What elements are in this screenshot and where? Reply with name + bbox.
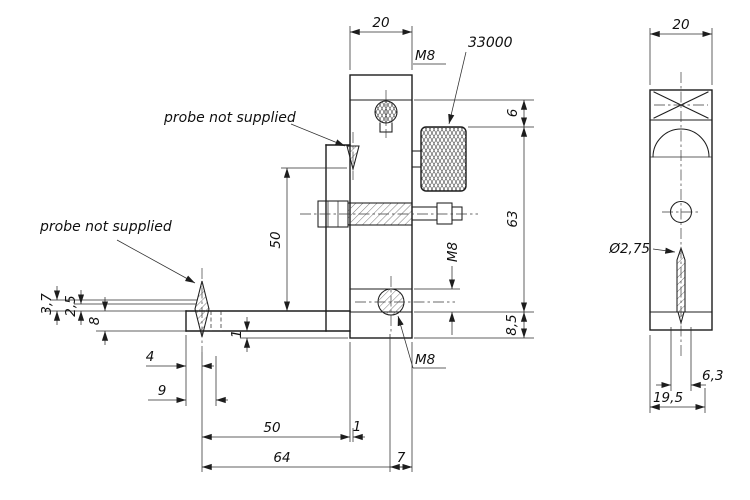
- probe-dia-leader: [652, 247, 676, 254]
- dim-thread-top: M8: [415, 48, 435, 64]
- stud-tip: [451, 206, 463, 221]
- part-number-leader: [448, 51, 467, 125]
- thread-bottom-leader: [397, 315, 414, 369]
- knurled-knob: [420, 126, 467, 192]
- stud-shaft: [411, 206, 438, 221]
- dim-offset-top: 6: [505, 109, 521, 118]
- dim-probe-inset: 4: [146, 349, 155, 365]
- dim-bottom-offset: 8,5: [504, 314, 520, 335]
- front-view: 20 M8 33000 6 63 8,5 M8 50 3,7 2,5 8 1 4…: [39, 15, 534, 472]
- side-view-centerlines: [654, 72, 708, 356]
- dim-thread-bottom: M8: [415, 352, 435, 368]
- upper-probe-note: probe not supplied: [163, 110, 296, 126]
- dim-hole-offset: 7: [397, 450, 406, 466]
- dim-thread-side: M8: [445, 242, 461, 262]
- dim-slot-width: 6,3: [702, 368, 723, 384]
- upper-probe-note-leader: [290, 123, 346, 147]
- dim-arm-thickness: 8: [87, 317, 103, 326]
- stud-hex: [436, 202, 453, 225]
- dim-top-width: 20: [372, 15, 389, 31]
- side-view-labels: 20 Ø2,75 6,3 19,5: [608, 17, 723, 406]
- dim-tip-offset-a: 3,7: [39, 293, 55, 315]
- part-number-label: 33000: [468, 35, 513, 51]
- dim-probe-height: 50: [268, 231, 284, 248]
- dim-arm-length: 50: [263, 420, 280, 436]
- dim-probe-dia: Ø2,75: [608, 241, 650, 257]
- dim-side-hole-offset: 19,5: [653, 390, 683, 406]
- dim-tip-offset-b: 2,5: [63, 295, 79, 316]
- side-view-dimension-lines: [650, 30, 712, 411]
- dim-plate-offset: 1: [229, 330, 245, 339]
- side-view-extension-lines: [649, 28, 713, 413]
- front-view-centerlines: [201, 90, 478, 352]
- dim-arm-end-offset: 9: [158, 383, 167, 399]
- dim-side-width: 20: [672, 17, 689, 33]
- front-view-dimension-lines: [53, 28, 528, 471]
- lower-probe-note: probe not supplied: [39, 219, 172, 235]
- lower-probe-note-leader: [116, 239, 196, 284]
- dim-plate-gap: 1: [353, 419, 362, 435]
- dim-body-height: 63: [505, 210, 521, 227]
- dim-overall-length: 64: [273, 450, 290, 466]
- side-view: 20 Ø2,75 6,3 19,5: [608, 17, 723, 413]
- knob-silhouette-arc: [652, 128, 710, 158]
- front-view-labels: 20 M8 33000 6 63 8,5 M8 50 3,7 2,5 8 1 4…: [39, 15, 521, 466]
